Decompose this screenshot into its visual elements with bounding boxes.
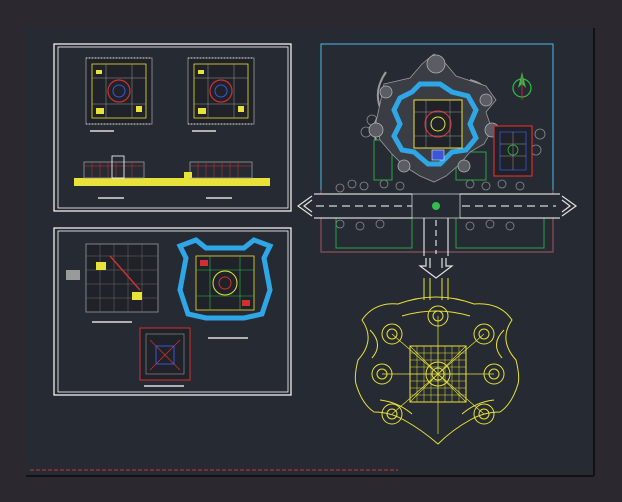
north-arrow-icon [512, 72, 532, 100]
sheet-2-plan-e[interactable] [139, 327, 191, 387]
sheet-2[interactable] [53, 227, 292, 396]
double-arrow-icon [296, 195, 578, 279]
sheet-1-outer-frame [53, 43, 292, 212]
sheet-1-elevation-a[interactable] [74, 155, 180, 199]
sheet-2-inner-frame [57, 230, 289, 393]
castle-building[interactable] [368, 53, 500, 183]
site-plan[interactable] [296, 43, 578, 279]
main-road[interactable] [314, 193, 560, 219]
sheet-2-outer-frame [53, 227, 292, 396]
sheet-1-plan-a[interactable] [85, 57, 153, 132]
access-road[interactable] [423, 218, 449, 256]
sheet-2-plan-d[interactable] [176, 237, 274, 339]
roundabout-marker [432, 202, 440, 210]
ornament-detail[interactable] [354, 278, 520, 445]
sheet-1[interactable] [53, 43, 292, 212]
sheet-1-inner-frame [57, 46, 289, 209]
site-boundary [320, 190, 554, 253]
landscape-trees [335, 114, 546, 231]
sheet-2-plan-c[interactable] [66, 243, 159, 323]
sheet-1-plan-b[interactable] [187, 57, 255, 132]
castle-moat [391, 81, 479, 167]
annex-building[interactable] [493, 125, 533, 177]
sheet-1-elevation-b[interactable] [180, 161, 270, 199]
